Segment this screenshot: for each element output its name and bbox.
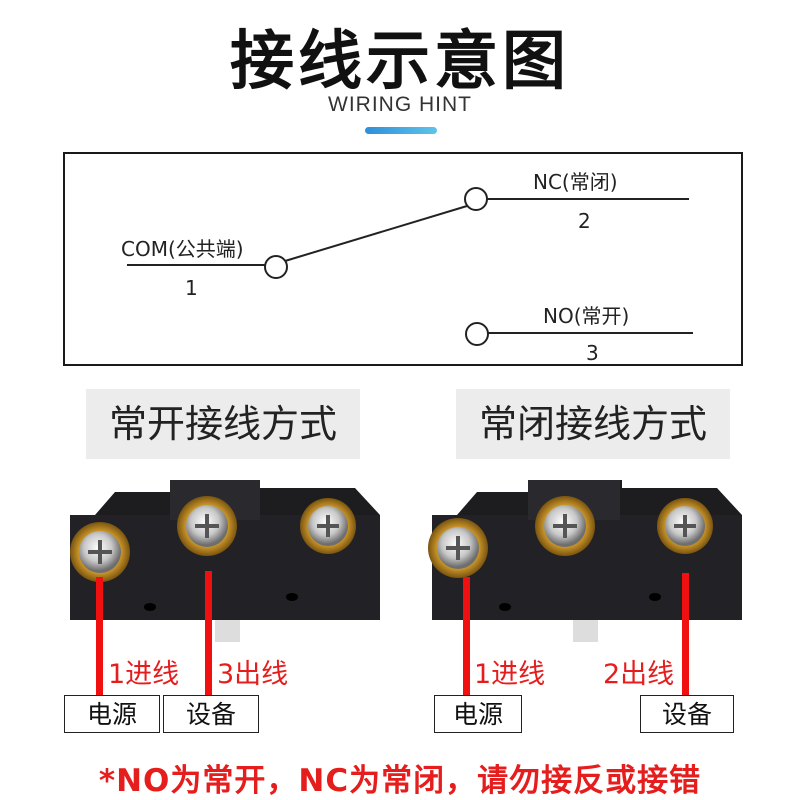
left-wire-out-label: 3出线	[217, 659, 289, 690]
right-wire-in	[463, 577, 470, 695]
page-title: 接线示意图	[230, 25, 570, 99]
left-wire-in-label: 1进线	[108, 659, 180, 690]
left-power-source-box: 电源	[64, 695, 160, 733]
com-number: 1	[185, 276, 198, 300]
normally-open-heading: 常开接线方式	[86, 389, 360, 459]
left-device-box: 设备	[163, 695, 259, 733]
right-power-source-box: 电源	[434, 695, 522, 733]
no-label: NO(常开)	[543, 304, 629, 328]
right-wire-in-label: 1进线	[474, 659, 546, 690]
title-accent-bar	[365, 127, 437, 134]
schematic-drawing: COM(公共端) 1 NC(常闭) 2 NO(常开) 3	[121, 170, 693, 365]
right-terminal-2	[535, 496, 595, 556]
left-terminal-3	[300, 498, 356, 554]
no-number: 3	[586, 341, 599, 365]
left-wire-out	[205, 571, 212, 695]
wiring-warning-note: *NO为常开，NC为常闭，请勿接反或接错	[98, 763, 702, 799]
nc-number: 2	[578, 209, 591, 233]
right-device-box: 设备	[640, 695, 734, 733]
switch-lever	[284, 205, 468, 262]
right-terminal-1	[428, 518, 488, 578]
right-wire-out-label: 2出线	[603, 659, 675, 690]
right-terminal-3	[657, 498, 713, 554]
nc-terminal	[464, 187, 488, 211]
nc-label: NC(常闭)	[533, 170, 618, 194]
com-label: COM(公共端)	[121, 237, 244, 261]
right-wire-out	[682, 573, 689, 695]
no-terminal	[465, 322, 489, 346]
wiring-schematic: COM(公共端) 1 NC(常闭) 2 NO(常开) 3	[63, 152, 743, 366]
switch-illustrations	[70, 480, 742, 642]
page-subtitle: WIRING HINT	[328, 93, 472, 116]
left-terminal-2	[177, 496, 237, 556]
normally-closed-heading: 常闭接线方式	[456, 389, 730, 459]
left-terminal-1	[70, 522, 130, 582]
com-terminal	[264, 255, 288, 279]
left-wire-in	[96, 577, 103, 695]
